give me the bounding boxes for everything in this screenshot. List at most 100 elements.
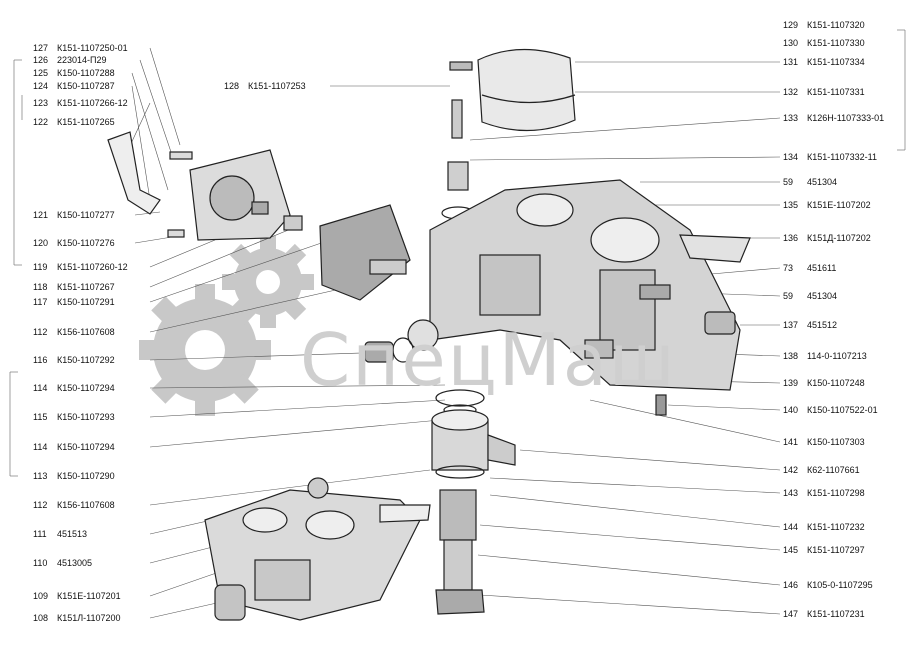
part-code: К151-1107330 <box>807 38 865 48</box>
part-number: 128 <box>224 81 240 91</box>
part-code: К150-1107290 <box>57 471 115 481</box>
watermark-gear-icon <box>139 236 314 416</box>
part-number: 139 <box>783 378 799 388</box>
part-code: К151-1107231 <box>807 609 865 619</box>
part-number: 59 <box>783 177 794 187</box>
part-code: К150-1107294 <box>57 383 115 393</box>
part-code: К150-1107288 <box>57 68 115 78</box>
part-code: К150-1107522-01 <box>807 405 878 415</box>
right-part-label: 138 114-0-1107213 <box>783 351 867 362</box>
part-code: К150-1107248 <box>807 378 865 388</box>
part-number: 112 <box>33 327 48 337</box>
part-number: 142 <box>783 465 799 475</box>
part-number: 145 <box>783 545 799 555</box>
part-code: К150-1107287 <box>57 81 115 91</box>
part-number: 127 <box>33 43 49 53</box>
part-code: К150-1107277 <box>57 210 115 220</box>
left-part-label: 116 К150-1107292 <box>33 355 115 366</box>
watermark-brand: СпецМаш <box>300 318 677 402</box>
right-part-label: 144 К151-1107232 <box>783 522 865 533</box>
part-code: 451611 <box>807 263 837 273</box>
part-number: 137 <box>783 320 799 330</box>
part-number: 125 <box>33 68 49 78</box>
part-number: 147 <box>783 609 799 619</box>
left-part-label: 114 К150-1107294 <box>33 383 115 394</box>
part-code: 451304 <box>807 177 838 187</box>
right-part-label: 135 К151Е-1107202 <box>783 200 871 211</box>
part-code: К62-1107661 <box>807 465 860 475</box>
part-code: К151-1107253 <box>248 81 306 91</box>
part-number: 114 <box>33 383 48 393</box>
part-number: 115 <box>33 412 48 422</box>
part-number: 133 <box>783 113 799 123</box>
part-code: К151-1107298 <box>807 488 865 498</box>
right-part-label: 147 К151-1107231 <box>783 609 865 620</box>
part-code: К105-0-1107295 <box>807 580 873 590</box>
part-code: К151-1107297 <box>807 545 865 555</box>
part-code: 114-0-1107213 <box>807 351 867 361</box>
part-number: 113 <box>33 471 48 481</box>
part-code: К150-1107303 <box>807 437 865 447</box>
part-number: 141 <box>783 437 799 447</box>
part-number: 59 <box>783 291 794 301</box>
part-code: К151Е-1107202 <box>807 200 871 210</box>
part-code: К151-1107332-11 <box>807 152 877 162</box>
part-code: К126Н-1107333-01 <box>807 113 885 123</box>
left-part-label: 121 К150-1107277 <box>33 210 115 221</box>
part-number: 129 <box>783 20 799 30</box>
part-code: К151Л-1107200 <box>57 613 121 623</box>
part-number: 144 <box>783 522 799 532</box>
part-code: К150-1107276 <box>57 238 115 248</box>
left-part-label: 120 К150-1107276 <box>33 238 115 249</box>
part-number: 134 <box>783 152 799 162</box>
part-code: К150-1107292 <box>57 355 115 365</box>
jet-assembly-part <box>431 389 516 615</box>
part-number: 116 <box>33 355 48 365</box>
right-part-label: 137 451512 <box>783 320 837 331</box>
part-code: 451513 <box>57 529 88 539</box>
part-number: 121 <box>33 210 49 220</box>
part-code: К151-1107250-01 <box>57 43 128 53</box>
part-code: К156-1107608 <box>57 500 115 510</box>
right-part-label: 139 К150-1107248 <box>783 378 865 389</box>
part-code: 223014-П29 <box>57 55 107 65</box>
part-number: 138 <box>783 351 799 361</box>
part-code: К151-1107334 <box>807 57 865 67</box>
right-part-label: 133 К126Н-1107333-01 <box>783 113 884 124</box>
float-chamber-part <box>441 48 576 220</box>
right-part-label: 142 К62-1107661 <box>783 465 860 476</box>
part-number: 146 <box>783 580 799 590</box>
part-number: 119 <box>33 262 48 272</box>
part-code: К151-1107232 <box>807 522 865 532</box>
left-part-label: 113 К150-1107290 <box>33 471 115 482</box>
part-number: 135 <box>783 200 799 210</box>
carburetor-body-part <box>364 179 751 416</box>
part-number: 123 <box>33 98 49 108</box>
part-number: 122 <box>33 117 49 127</box>
part-number: 126 <box>33 55 49 65</box>
right-part-label: 146 К105-0-1107295 <box>783 580 873 591</box>
part-code: К151-1107265 <box>57 117 115 127</box>
part-number: 110 <box>33 558 48 568</box>
part-code: 451512 <box>807 320 838 330</box>
part-code: К151Е-1107201 <box>57 591 121 601</box>
part-number: 114 <box>33 442 48 452</box>
part-number: 132 <box>783 87 799 97</box>
left-part-label: 127 К151-1107250-01 <box>33 43 128 54</box>
part-number: 120 <box>33 238 49 248</box>
